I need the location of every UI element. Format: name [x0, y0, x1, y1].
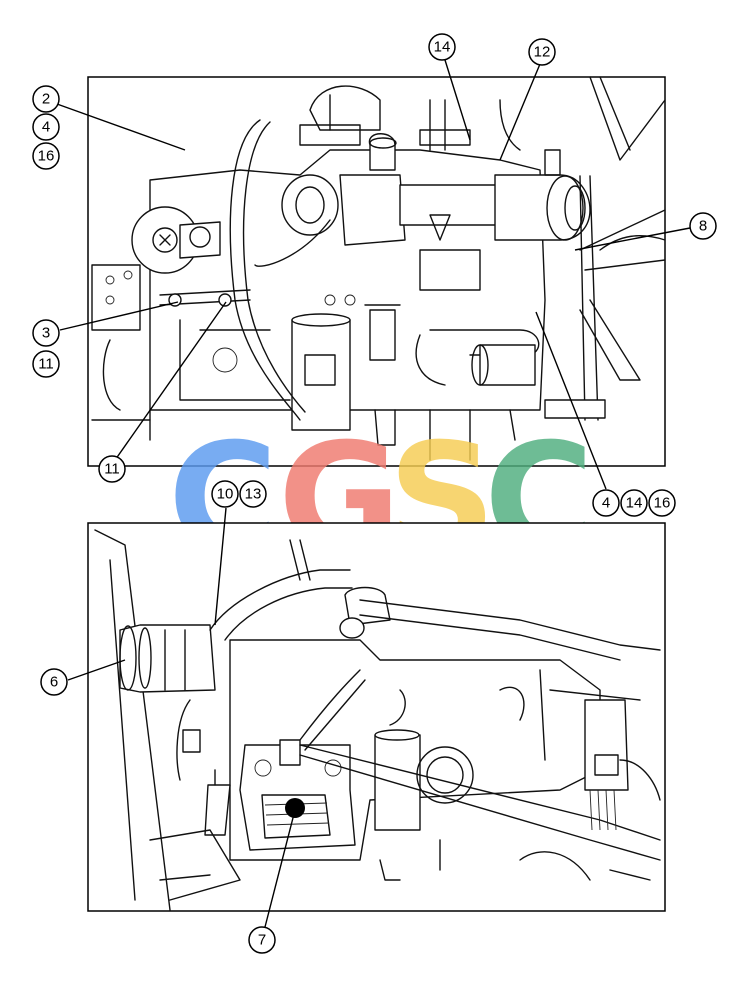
svg-text:6: 6	[50, 674, 58, 691]
svg-text:3: 3	[42, 325, 50, 342]
alternator-bottom	[119, 624, 216, 693]
bottom-leader-lines	[67, 507, 296, 928]
svg-text:10: 10	[217, 486, 234, 503]
svg-text:7: 7	[258, 932, 266, 949]
coolant-filter	[374, 729, 474, 831]
bottom-engine-view	[87, 522, 666, 912]
callout-4: 4	[592, 489, 620, 517]
callout-4: 4	[32, 113, 60, 141]
callout-3: 3	[32, 319, 60, 347]
svg-text:13: 13	[245, 486, 262, 503]
oil-filter	[291, 313, 351, 431]
callout-10: 10	[211, 480, 239, 508]
svg-text:2: 2	[42, 91, 50, 108]
callout-14: 14	[620, 489, 648, 517]
callout-2: 2	[32, 85, 60, 113]
callout-7: 7	[248, 926, 276, 954]
ac-compressor	[239, 739, 356, 851]
callout-16: 16	[32, 142, 60, 170]
compressor-marker	[285, 798, 305, 818]
alternator-top	[494, 149, 599, 421]
crank-pulley	[131, 206, 221, 274]
callout-8: 8	[689, 212, 717, 240]
svg-text:11: 11	[38, 356, 54, 373]
callouts: 2 4 16 14 12 8 3 11 11 4 14 16 10 13 6 7	[32, 33, 717, 954]
svg-text:4: 4	[42, 119, 50, 136]
callout-13: 13	[239, 480, 267, 508]
callout-11: 11	[98, 455, 126, 483]
svg-text:11: 11	[104, 461, 120, 478]
svg-text:14: 14	[626, 495, 643, 512]
callout-11: 11	[32, 350, 60, 378]
callout-12: 12	[528, 38, 556, 66]
top-engine-view	[87, 76, 666, 467]
svg-text:14: 14	[434, 39, 451, 56]
callout-14: 14	[428, 33, 456, 61]
svg-text:4: 4	[602, 495, 610, 512]
svg-text:16: 16	[38, 148, 55, 165]
top-leader-lines	[56, 59, 691, 490]
callout-6: 6	[40, 668, 68, 696]
svg-text:12: 12	[534, 44, 551, 61]
turbocharger	[281, 133, 501, 246]
svg-text:8: 8	[699, 218, 707, 235]
callout-16: 16	[648, 489, 676, 517]
svg-text:16: 16	[654, 495, 671, 512]
cooling-fan	[579, 76, 666, 381]
